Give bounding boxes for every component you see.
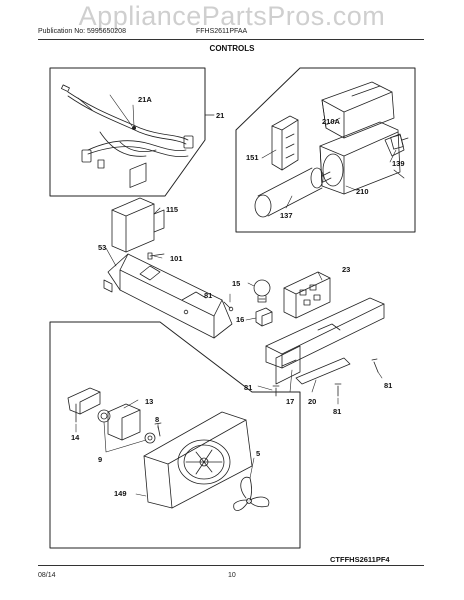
screw-101 [147,252,165,260]
callout-14: 14 [71,433,80,442]
callout-23: 23 [342,265,350,274]
callout-15: 15 [232,279,240,288]
footer-rule [38,565,424,566]
control-board-23 [283,271,331,319]
screw-81-b [272,385,280,397]
filter-head-210 [319,121,405,195]
water-filter-137 [254,167,332,218]
callout-101: 101 [170,254,183,263]
footer-date: 08/14 [38,572,56,579]
callout-149: 149 [114,489,127,498]
callout-210: 210 [356,187,369,196]
screw-8 [154,422,162,437]
diagram-code: CTFFHS2611PF4 [330,555,390,564]
callout-21: 21 [216,111,224,120]
callout-21A: 21A [138,95,152,104]
callout-53: 53 [98,243,106,252]
dispenser-housing-17 [265,297,385,385]
callout-16: 16 [236,315,244,324]
light-bulb-15 [253,279,271,303]
callout-81-c: 81 [333,407,341,416]
header-rule [38,39,424,40]
harness-box [49,67,206,197]
watermark: AppliancePartsPros.com [78,1,386,31]
callout-137: 137 [280,211,293,220]
socket-16 [255,307,273,327]
fan-shroud-149 [143,411,253,509]
callout-13: 13 [145,397,153,406]
control-module-115 [111,162,165,253]
callout-115: 115 [166,205,178,214]
publication-number: Publication No: 5995650208 [38,28,126,35]
callout-210A: 210A [322,117,341,126]
callout-20: 20 [308,397,316,406]
screw-81-d [371,358,379,373]
callout-151: 151 [246,153,259,162]
callout-81-d: 81 [384,381,392,390]
callout-5: 5 [256,449,260,458]
screw-81-c [334,383,342,397]
fan-blade-5 [233,476,270,511]
callout-labels: 21A 21 210A 151 139 210 137 115 53 101 2… [71,95,405,498]
callout-8: 8 [155,415,159,424]
housing-cover-210a [321,81,395,139]
shaft-grommet-9 [144,432,156,444]
wire-harness-21 [61,84,194,169]
housing-box [235,67,416,233]
lens-20 [295,357,351,385]
section-title: CONTROLS [209,44,255,53]
switch-139 [390,134,409,150]
screw-81-a [223,301,234,312]
bracket-14 [67,387,101,423]
leader-lines [75,104,397,497]
callout-139: 139 [392,159,405,168]
fan-box [49,321,301,549]
callout-81-b: 81 [244,383,252,392]
page-number: 10 [228,572,236,579]
control-housing-53 [103,253,233,339]
bypass-cap-151 [271,115,299,171]
callout-81-a: 81 [204,291,212,300]
callout-17: 17 [286,397,294,406]
callout-9: 9 [98,455,102,464]
model-number: FFHS2611PFAA [196,28,248,35]
